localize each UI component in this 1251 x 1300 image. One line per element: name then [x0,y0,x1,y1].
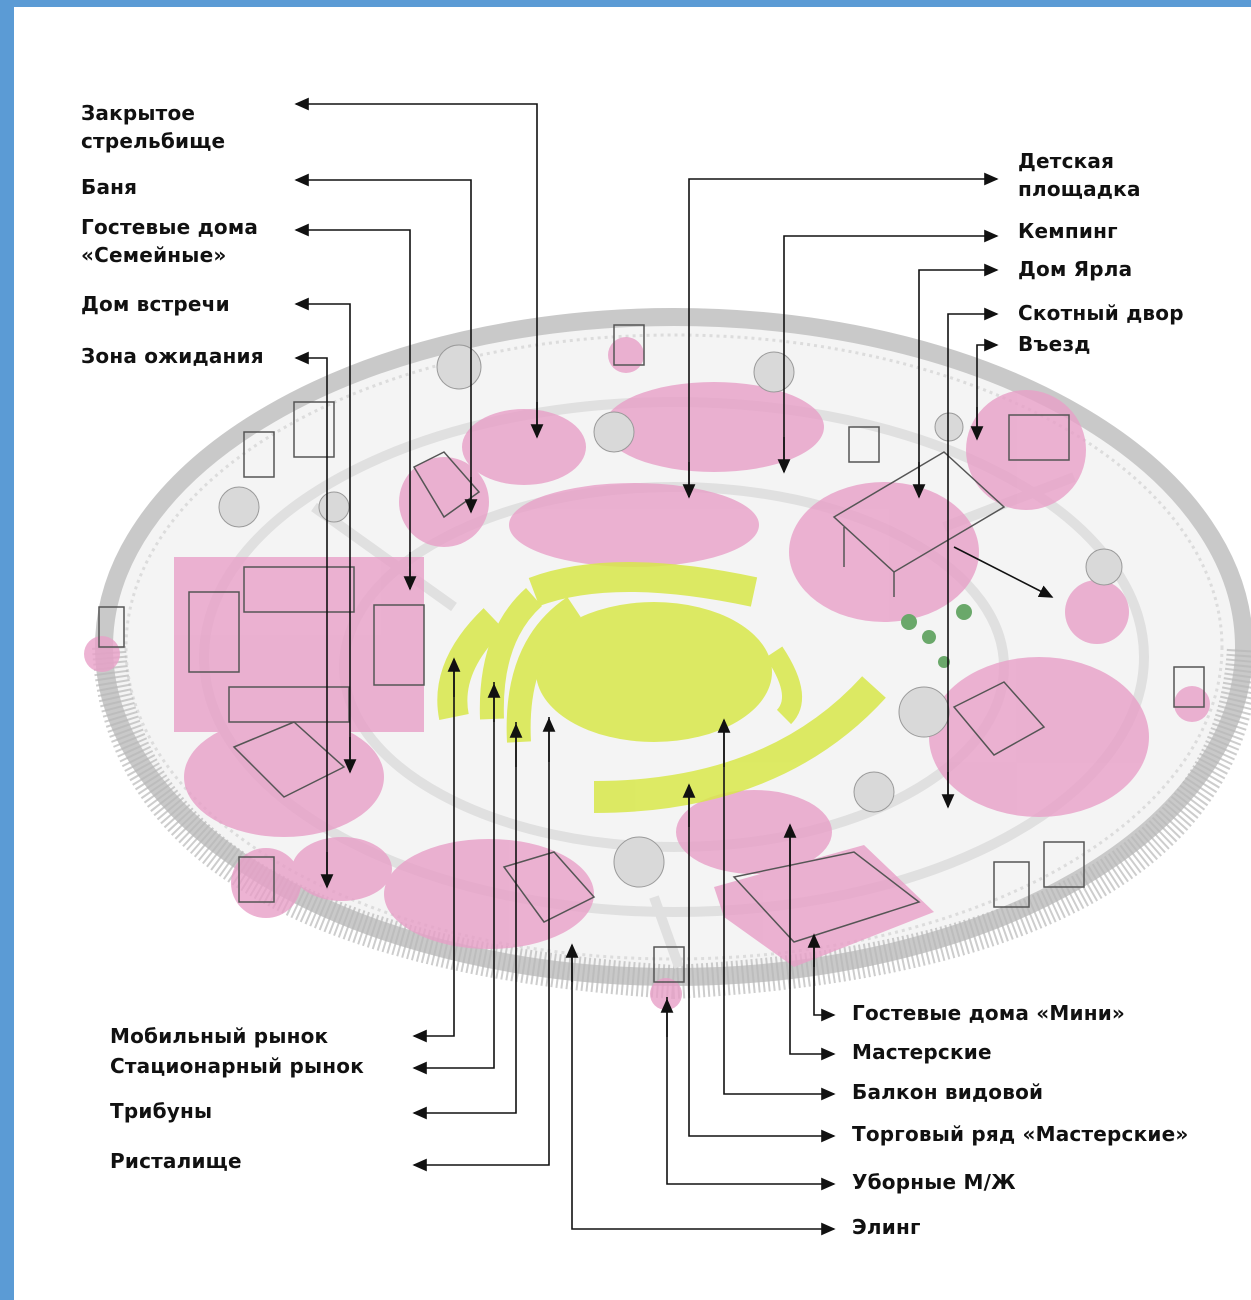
zone-upper-rows [534,577,754,592]
label-ristalishche: Ристалище [110,1147,242,1175]
zone-playground [604,382,824,472]
zone-entrance [966,390,1086,510]
label-banya: Баня [81,173,137,201]
label-mobile-market: Мобильный рынок [110,1022,328,1050]
zone-sub-1 [1065,580,1129,644]
label-playground: Детская площадка [1018,147,1198,203]
label-toilets: Уборные М/Ж [852,1168,1016,1196]
zone-toilet [650,978,682,1010]
zone-barnyard [929,657,1149,817]
zone-family-houses [174,557,424,732]
label-meeting-house: Дом встречи [81,290,230,318]
zone-meeting [184,717,384,837]
label-family-houses: Гостевые дома «Семейные» [81,213,291,269]
label-barnyard: Скотный двор [1018,299,1184,327]
zone-tower-1 [231,848,301,918]
zone-sub-2 [84,636,120,672]
zone-banya [399,457,489,547]
diagram-canvas: Закрытое стрельбище Баня Гостевые дома «… [14,7,1251,1300]
label-mini-houses: Гостевые дома «Мини» [852,999,1125,1027]
label-camping: Кемпинг [1018,217,1118,245]
label-waiting-zone: Зона ожидания [81,342,264,370]
label-entrance: Въезд [1018,330,1091,358]
zone-camping [509,483,759,567]
zone-boathouse [384,839,594,949]
label-jarl-house: Дом Ярла [1018,255,1132,283]
zone-jarl [789,482,979,622]
label-trade-row: Торговый ряд «Мастерские» [852,1120,1188,1148]
arrow-toilets [667,997,834,1184]
label-workshops: Мастерские [852,1038,992,1066]
label-boathouse: Элинг [852,1213,921,1241]
label-stationary-market: Стационарный рынок [110,1052,364,1080]
label-view-balcony: Балкон видовой [852,1078,1043,1106]
label-tribunes: Трибуны [110,1097,212,1125]
label-shooting: Закрытое стрельбище [81,99,281,155]
zone-waiting [292,837,392,901]
zone-shooting [462,409,586,485]
